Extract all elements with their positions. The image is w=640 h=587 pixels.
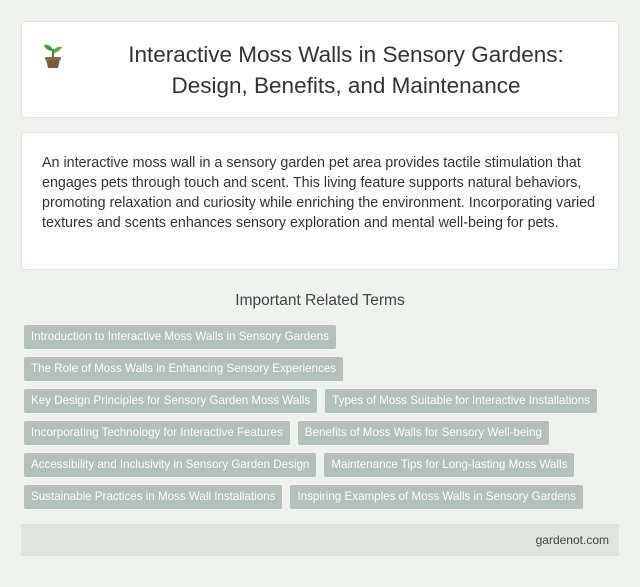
related-term-tag[interactable]: Types of Moss Suitable for Interactive I… [325, 389, 597, 413]
related-term-tag[interactable]: Maintenance Tips for Long-lasting Moss W… [324, 453, 575, 477]
footer: gardenot.com [21, 524, 619, 556]
related-term-tag[interactable]: Incorporating Technology for Interactive… [24, 421, 290, 445]
related-term-tag[interactable]: Key Design Principles for Sensory Garden… [24, 389, 318, 413]
title-wrap: Interactive Moss Walls in Sensory Garden… [42, 39, 598, 101]
description-card: An interactive moss wall in a sensory ga… [21, 132, 619, 270]
description-text: An interactive moss wall in a sensory ga… [42, 155, 596, 231]
header-card: Interactive Moss Walls in Sensory Garden… [21, 21, 619, 118]
related-term-tag[interactable]: Inspiring Examples of Moss Walls in Sens… [290, 485, 584, 509]
related-term-tag[interactable]: Accessibility and Inclusivity in Sensory… [24, 453, 317, 477]
related-terms-list: Introduction to Interactive Moss Walls i… [24, 325, 620, 509]
related-term-tag[interactable]: Introduction to Interactive Moss Walls i… [24, 325, 336, 349]
related-term-tag[interactable]: Sustainable Practices in Moss Wall Insta… [24, 485, 283, 509]
footer-site-link[interactable]: gardenot.com [535, 533, 609, 547]
related-term-tag[interactable]: The Role of Moss Walls in Enhancing Sens… [24, 357, 344, 381]
related-terms-heading: Important Related Terms [235, 292, 405, 309]
page-title: Interactive Moss Walls in Sensory Garden… [128, 41, 564, 98]
sprout-icon [44, 44, 62, 68]
related-term-tag[interactable]: Benefits of Moss Walls for Sensory Well-… [297, 421, 549, 445]
